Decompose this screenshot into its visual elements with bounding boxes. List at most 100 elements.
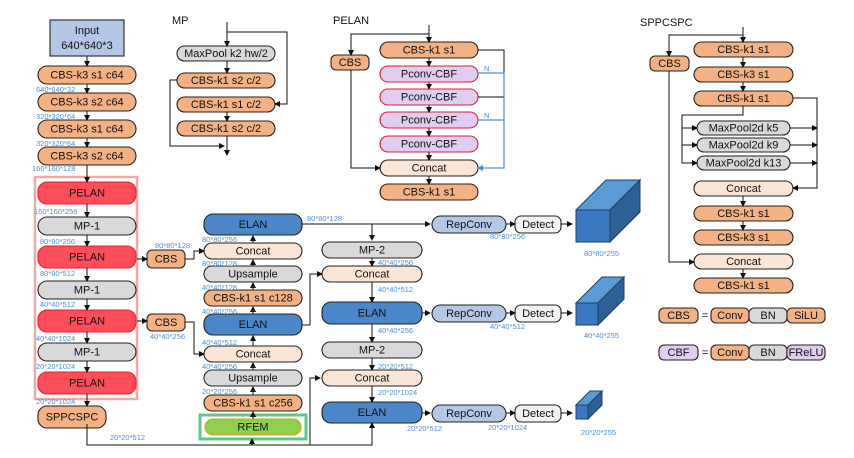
backbone-mp1-3-label: MP-1 — [74, 346, 100, 358]
neck-elan-top-label: ELAN — [239, 219, 268, 231]
neck-rfem-label: RFEM — [237, 421, 268, 433]
output-cube-80 — [574, 178, 642, 244]
dimension-label: 20*20*1024 — [378, 388, 417, 397]
legend-0-bn-label: BN — [760, 310, 775, 322]
legend-1-name-label: CBF — [668, 347, 690, 359]
legend-equals: = — [702, 347, 708, 359]
neck-elan-down-1-label: ELAN — [358, 307, 387, 319]
legend-0-name-shape — [658, 307, 699, 324]
connector-line — [185, 248, 205, 260]
dimension-label: 160*160*256 — [34, 207, 77, 216]
legend-1-act-shape — [786, 344, 826, 361]
sppcspc-side-cbs-label: CBS — [658, 58, 681, 70]
dimension-label: 20*20*1024 — [488, 423, 527, 432]
head-1-repconv-label: RepConv — [446, 219, 492, 231]
legend-1-act-label: FReLU — [789, 347, 824, 359]
dimension-label: 80*80*256 — [40, 237, 75, 246]
spp-concat-2-label: Concat — [726, 256, 761, 268]
spp-maxpool-k13-label: MaxPool2d k13 — [706, 157, 782, 169]
spp-cbs-out-label: CBS-k1 s1 — [717, 280, 770, 292]
output-cube-40-front — [575, 302, 599, 326]
dimension-label: 40*40*256 — [378, 258, 413, 267]
head-2-repconv-label: RepConv — [446, 308, 492, 320]
legend-0-act-label: SiLU — [794, 310, 818, 322]
dimension-label: 40*40*255 — [584, 331, 619, 340]
dimension-label: 640*640*32 — [36, 85, 75, 94]
output-cube-40 — [574, 275, 626, 327]
legend-0-act — [786, 307, 826, 324]
pelan-pconv-4-label: Pconv-CBF — [401, 138, 458, 150]
pelan-cbs-out-label: CBS-k1 s1 — [403, 186, 456, 198]
output-cube-20 — [574, 389, 604, 421]
dimension-label: 40*40*512 — [378, 285, 413, 294]
dimension-label: 40*40*512 — [202, 338, 237, 347]
dimension-label: 40*40*128 — [202, 283, 237, 292]
neck-cbs-mid-label: CBS — [155, 317, 178, 329]
backbone-pelan-3-label: PELAN — [69, 315, 105, 327]
input-size: 640*640*3 — [61, 40, 112, 52]
spp-maxpool-k9-label: MaxPool2d k9 — [709, 139, 779, 151]
dimension-label: 40*40*512 — [490, 322, 525, 331]
mp-block-title: MP — [172, 15, 189, 27]
neck-upsample-mid-label: Upsample — [228, 372, 278, 384]
backbone-sppcspc-shape — [37, 405, 107, 429]
spp-cbs-4-label: CBS-k1 s1 — [717, 208, 770, 220]
mp-cbs-1-label: CBS-k1 s2 c/2 — [191, 75, 261, 87]
dimension-label: 20*20*1024 — [36, 397, 75, 406]
spp-cbs-2-label: CBS-k3 s1 — [717, 69, 770, 81]
dimension-label: 80*80*256 — [202, 235, 237, 244]
dimension-label: 160*160*128 — [32, 164, 75, 173]
input-label: Input — [75, 25, 99, 37]
dimension-label: 20*20*256 — [202, 387, 237, 396]
dimension-label: 20*20*512 — [110, 433, 145, 442]
pelan-side-cbs-label: CBS — [339, 57, 362, 69]
dimension-label: 20*20*512 — [407, 424, 442, 433]
legend-1-act — [786, 344, 826, 361]
legend-1-name — [658, 344, 699, 361]
legend-equals: = — [702, 310, 708, 322]
dimension-label: 20*20*255 — [581, 428, 616, 437]
dimension-label: 320*320*64 — [36, 139, 75, 148]
connector-line — [227, 31, 288, 107]
legend-1-name-shape — [658, 344, 699, 361]
dimension-label: 20*20*1024 — [36, 362, 75, 371]
head-3-detect-label: Detect — [522, 408, 554, 420]
dimension-label: 40*40*1024 — [36, 334, 75, 343]
backbone-cbs-3-label: CBS-k3 s1 c64 — [50, 123, 123, 135]
neck-concat-mid-label: Concat — [236, 348, 271, 360]
spp-maxpool-k5-label: MaxPool2d k5 — [709, 122, 779, 134]
connector-line — [681, 106, 744, 166]
pelan-concat-label: Concat — [412, 162, 447, 174]
pelan-pconv-2-label: Pconv-CBF — [401, 91, 458, 103]
backbone-mp1-2-label: MP-1 — [74, 284, 100, 296]
connector-line — [668, 71, 695, 265]
connector-line — [666, 34, 743, 57]
connector-line — [169, 79, 225, 149]
spp-cbs-1-label: CBS-k1 s1 — [717, 44, 770, 56]
dimension-label: 80*80*128 — [307, 214, 342, 223]
neck-concat-down-2-label: Concat — [355, 372, 390, 384]
spp-cbs-3-label: CBS-k1 s1 — [717, 93, 770, 105]
sppcspc-block-title: SPPCSPC — [640, 17, 693, 29]
connector-line — [302, 271, 323, 326]
output-cube-20-front — [575, 404, 589, 420]
backbone-sppcspc-label: SPPCSPC — [46, 411, 99, 423]
mp-cbs-2-label: CBS-k1 s1 c/2 — [191, 99, 261, 111]
legend-0-name-label: CBS — [667, 310, 690, 322]
neck-elan-down-2-label: ELAN — [358, 407, 387, 419]
head-3-repconv-label: RepConv — [446, 408, 492, 420]
legend-0-name — [658, 307, 699, 324]
connector-line — [350, 70, 381, 171]
connector-line — [792, 97, 818, 191]
neck-concat-down-1-label: Concat — [355, 268, 390, 280]
backbone-sppcspc — [37, 405, 107, 429]
dimension-label: 40*40*256 — [378, 326, 413, 335]
spp-cbs-5-label: CBS-k3 s1 — [717, 232, 770, 244]
head-1-detect-label: Detect — [522, 219, 554, 231]
pelan-n-label-1: N — [484, 64, 489, 73]
legend-0-act-shape — [786, 307, 826, 324]
head-2-detect-label: Detect — [522, 308, 554, 320]
pelan-pconv-3-label: Pconv-CBF — [401, 114, 458, 126]
dimension-label: 40*40*512 — [40, 300, 75, 309]
